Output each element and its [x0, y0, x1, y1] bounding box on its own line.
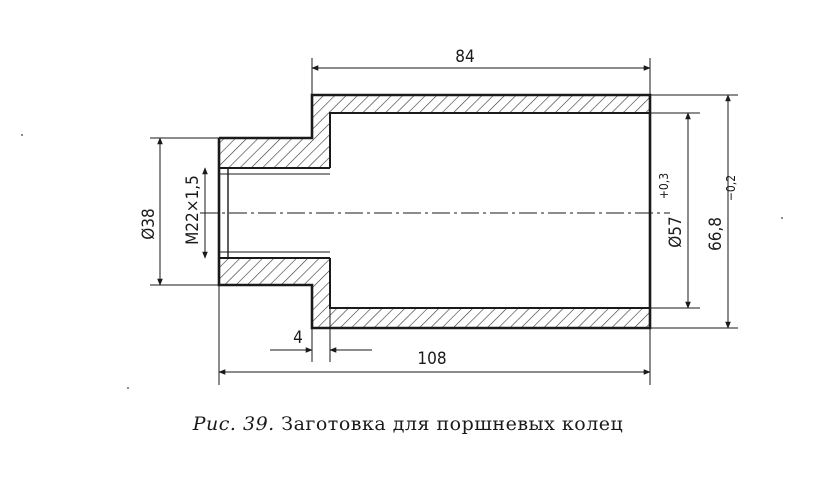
dim-66-8-tolerance: −0,2 — [724, 175, 738, 201]
figure-label: Рис. 39. — [192, 413, 275, 435]
dim-thread-label: M22×1,5 — [183, 175, 203, 245]
scan-specks — [21, 134, 783, 389]
dimension-lines — [157, 65, 731, 375]
dim-d57-label: Ø57 — [666, 216, 686, 248]
dim-d38-label: Ø38 — [139, 208, 159, 240]
dim-84-label: 84 — [455, 47, 474, 67]
section-hatching — [219, 95, 650, 328]
figure-title: Заготовка для поршневых колец — [281, 413, 624, 435]
dim-66-8-label: 66,8 — [706, 217, 726, 251]
dim-4-label: 4 — [293, 328, 303, 348]
dim-d57-tolerance: +0,3 — [657, 173, 671, 199]
part-outline — [217, 93, 652, 330]
dim-108-label: 108 — [417, 349, 446, 369]
figure-caption: Рис. 39. Заготовка для поршневых колец — [0, 413, 816, 435]
